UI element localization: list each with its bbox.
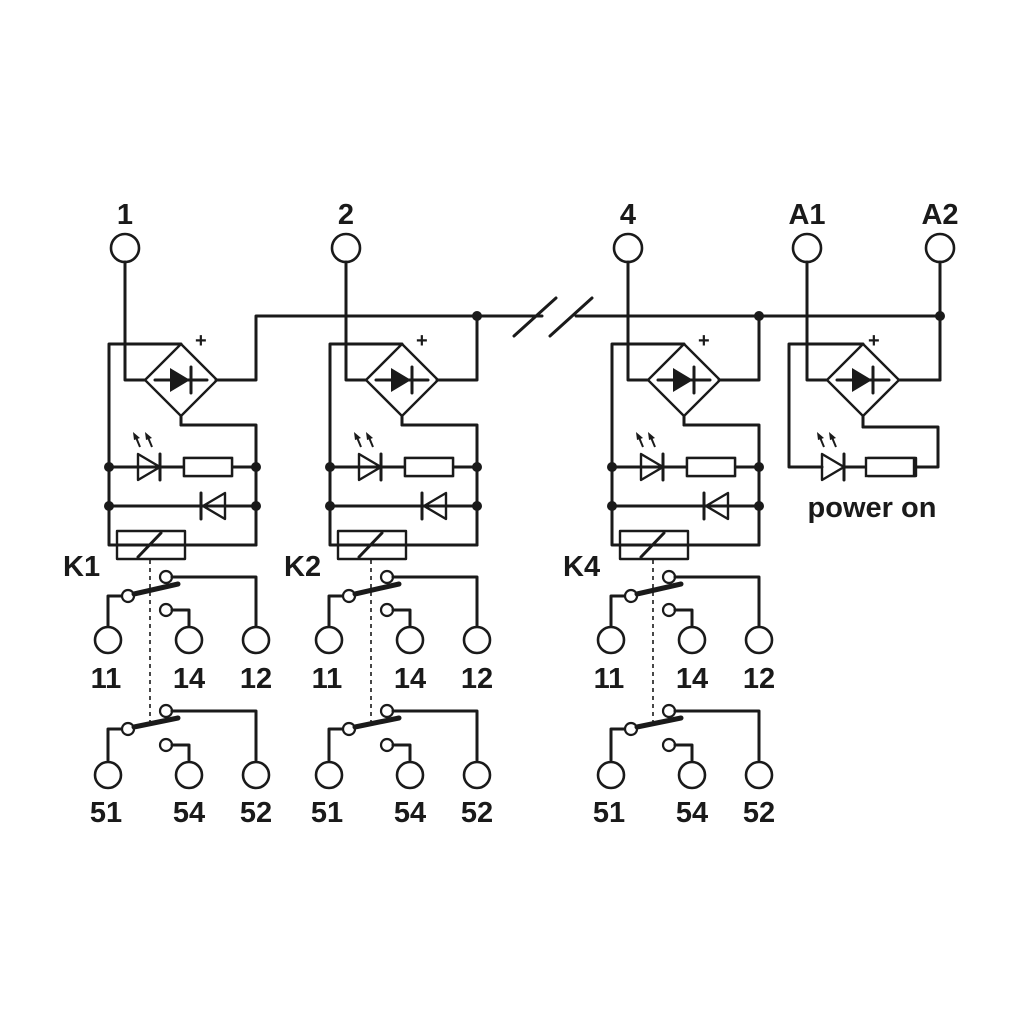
- pin-label-51: 51: [593, 797, 625, 829]
- pin-11[interactable]: [596, 625, 626, 655]
- pin-52[interactable]: [241, 760, 271, 790]
- plus-sign: +: [868, 330, 880, 352]
- channel-2: 2 + K2 11 14 12: [284, 199, 493, 829]
- pin-14[interactable]: [395, 625, 425, 655]
- pin-label-12: 12: [461, 663, 493, 695]
- bridge-rectifier-icon: [825, 342, 901, 418]
- pin-label-54: 54: [394, 797, 426, 829]
- pin-11[interactable]: [314, 625, 344, 655]
- pin-52[interactable]: [744, 760, 774, 790]
- pin-label-54: 54: [173, 797, 205, 829]
- break-mark-right: [548, 296, 594, 338]
- pin-12[interactable]: [241, 625, 271, 655]
- pin-label-52: 52: [743, 797, 775, 829]
- pin-54[interactable]: [174, 760, 204, 790]
- resistor-icon: [685, 456, 737, 478]
- relay-label: K4: [563, 551, 600, 583]
- bridge-rectifier-icon: [646, 342, 722, 418]
- pin-52[interactable]: [462, 760, 492, 790]
- terminal-a1[interactable]: [791, 232, 823, 264]
- relay-label: K2: [284, 551, 321, 583]
- plus-sign: +: [698, 330, 710, 352]
- resistor-icon: [403, 456, 455, 478]
- pin-11[interactable]: [93, 625, 123, 655]
- pin-label-54: 54: [676, 797, 708, 829]
- channel-4: 4 + K4 11 14 12: [563, 199, 775, 829]
- plus-sign: +: [416, 330, 428, 352]
- terminal-1[interactable]: [109, 232, 141, 264]
- terminal-a2[interactable]: [924, 232, 956, 264]
- terminal-2[interactable]: [330, 232, 362, 264]
- power-on-label: power on: [808, 492, 937, 524]
- pin-label-14: 14: [394, 663, 426, 695]
- pin-label-12: 12: [240, 663, 272, 695]
- channel-1: 1 + K1 11 14 12: [63, 199, 272, 829]
- pin-51[interactable]: [314, 760, 344, 790]
- pin-12[interactable]: [744, 625, 774, 655]
- pin-54[interactable]: [677, 760, 707, 790]
- pin-label-11: 11: [91, 663, 122, 695]
- pin-label-51: 51: [90, 797, 122, 829]
- pin-12[interactable]: [462, 625, 492, 655]
- pin-51[interactable]: [596, 760, 626, 790]
- pin-14[interactable]: [677, 625, 707, 655]
- break-mark-left: [512, 296, 558, 338]
- resistor-icon: [182, 456, 234, 478]
- pin-label-14: 14: [676, 663, 708, 695]
- terminal-4-label: 4: [620, 199, 636, 231]
- pin-label-51: 51: [311, 797, 343, 829]
- pin-label-11: 11: [594, 663, 625, 695]
- pin-51[interactable]: [93, 760, 123, 790]
- pin-label-12: 12: [743, 663, 775, 695]
- resistor-icon: [864, 456, 916, 478]
- relay-label: K1: [63, 551, 100, 583]
- terminal-a2-label: A2: [921, 199, 958, 231]
- pin-label-14: 14: [173, 663, 205, 695]
- bridge-rectifier-icon: [364, 342, 440, 418]
- power-indicator-circuit: A1 A2 + power on: [787, 199, 959, 524]
- terminal-a1-label: A1: [788, 199, 825, 231]
- bridge-rectifier-icon: [143, 342, 219, 418]
- pin-label-11: 11: [312, 663, 343, 695]
- terminal-1-label: 1: [117, 199, 133, 231]
- terminal-4[interactable]: [612, 232, 644, 264]
- terminal-2-label: 2: [338, 199, 354, 231]
- pin-14[interactable]: [174, 625, 204, 655]
- pin-54[interactable]: [395, 760, 425, 790]
- plus-sign: +: [195, 330, 207, 352]
- pin-label-52: 52: [240, 797, 272, 829]
- pin-label-52: 52: [461, 797, 493, 829]
- common-bus: [214, 296, 945, 382]
